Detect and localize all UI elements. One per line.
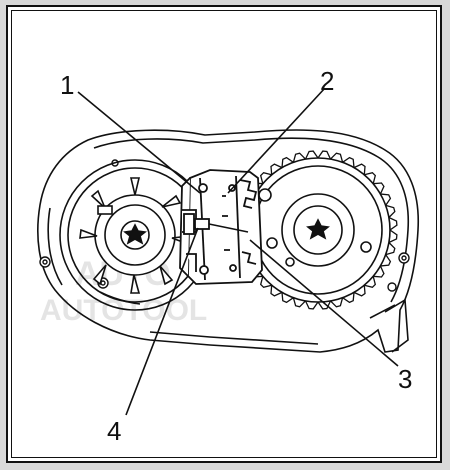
sprocket-tooth <box>380 193 392 206</box>
sprocket-tooth <box>281 292 294 304</box>
sprocket-tooth <box>330 152 344 163</box>
sprocket-tooth <box>388 216 398 231</box>
sprocket-tooth <box>380 254 392 267</box>
leader-lines <box>77 87 399 416</box>
sprocket-tooth <box>385 242 396 256</box>
callout-2: 2 <box>320 66 335 96</box>
sprocket-tooth <box>259 171 272 184</box>
sprocket-tooth <box>373 265 385 278</box>
sprocket-tooth <box>292 297 306 308</box>
sprocket-tooth <box>270 285 283 297</box>
leader-line-2 <box>227 87 326 194</box>
watermark: AUTO AUTOTOOL <box>40 255 207 327</box>
camshaft-locking-tool <box>179 169 263 285</box>
right-camshaft-sprocket <box>238 150 398 310</box>
sprocket-tooth <box>364 276 377 289</box>
sprocket-tooth <box>330 297 344 308</box>
callout-1: 1 <box>60 70 75 100</box>
sprocket-tooth <box>342 156 355 168</box>
leader-line-3 <box>249 239 399 367</box>
sprocket-tooth <box>270 163 283 175</box>
sprocket-tooth <box>292 152 306 163</box>
callout-3: 3 <box>398 364 413 394</box>
housing-bolts <box>39 159 410 292</box>
sprocket-tooth <box>353 285 366 297</box>
sprocket-tooth <box>342 292 355 304</box>
leader-line-1 <box>77 91 201 194</box>
sprocket-tooth <box>304 300 319 310</box>
sprocket-tooth <box>259 276 272 289</box>
sprocket-tooth <box>353 163 366 175</box>
timing-cover-housing <box>37 129 420 353</box>
callout-4: 4 <box>107 416 122 446</box>
sprocket-tooth <box>317 300 332 310</box>
watermark-line2: AUTOTOOL <box>40 294 207 327</box>
sprocket-tooth <box>281 156 294 168</box>
sprocket-tooth <box>317 150 332 160</box>
leader-line-4 <box>125 227 199 416</box>
left-camshaft-hub <box>59 159 211 311</box>
figure-inner-border <box>11 10 437 458</box>
sprocket-tooth <box>373 182 385 195</box>
sprocket-tooth <box>304 150 319 160</box>
sprocket-tooth <box>388 229 398 244</box>
sprocket-tooth <box>364 171 377 184</box>
sprocket-tooth <box>385 204 396 218</box>
